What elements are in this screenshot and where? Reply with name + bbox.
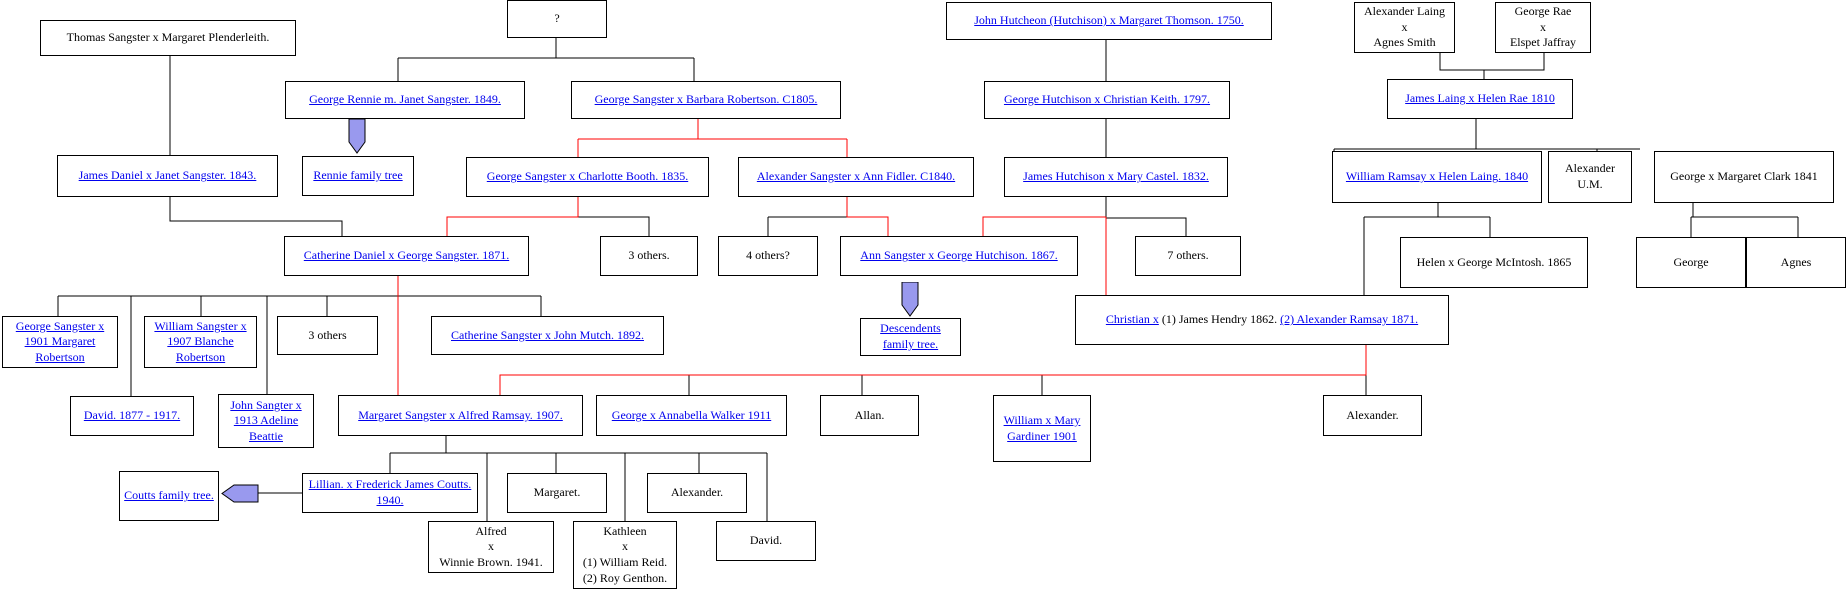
node-seven-others: 7 others.: [1135, 236, 1241, 276]
node-coutts-tree[interactable]: Coutts family tree.: [119, 471, 219, 521]
node-alexander-um: Alexander U.M.: [1548, 151, 1632, 203]
node-george-margaret-clark: George x Margaret Clark 1841: [1654, 151, 1834, 203]
christian-link[interactable]: Christian x: [1105, 312, 1159, 327]
node-david-c: David.: [716, 521, 816, 561]
node-george-1901[interactable]: George Sangster x 1901 Margaret Robertso…: [2, 316, 118, 368]
node-lillian[interactable]: Lillian. x Frederick James Coutts. 1940.: [302, 473, 478, 513]
node-unknown-parent: ?: [507, 0, 607, 38]
node-ann-george[interactable]: Ann Sangster x George Hutchison. 1867.: [840, 236, 1078, 276]
node-george-child: George: [1636, 237, 1746, 288]
node-allan: Allan.: [820, 395, 919, 436]
node-john-1913[interactable]: John Sangter x 1913 Adeline Beattie: [218, 394, 314, 448]
node-helen-mcintosh: Helen x George McIntosh. 1865: [1400, 237, 1588, 288]
node-catherine-daniel[interactable]: Catherine Daniel x George Sangster. 1871…: [284, 236, 529, 276]
node-james-hutchison[interactable]: James Hutchison x Mary Castel. 1832.: [1004, 157, 1228, 197]
node-alexander-c: Alexander.: [647, 473, 747, 513]
node-three-others-a: 3 others.: [600, 236, 698, 276]
node-william-mary[interactable]: William x Mary Gardiner 1901: [993, 395, 1091, 462]
node-agnes-child: Agnes: [1746, 237, 1846, 288]
node-descendents-tree[interactable]: Descendents family tree.: [860, 318, 961, 356]
node-william-ramsay[interactable]: William Ramsay x Helen Laing. 1840: [1332, 151, 1542, 203]
arrow-down-icon: [901, 282, 919, 317]
node-james-laing[interactable]: James Laing x Helen Rae 1810: [1387, 79, 1573, 119]
node-three-others-b: 3 others: [277, 316, 378, 355]
node-george-rae: George Rae x Elspet Jaffray: [1495, 2, 1591, 53]
node-george-charlotte[interactable]: George Sangster x Charlotte Booth. 1835.: [466, 157, 709, 197]
node-george-barbara[interactable]: George Sangster x Barbara Robertson. C18…: [571, 81, 841, 119]
node-alfred-c: Alfred x Winnie Brown. 1941.: [428, 521, 554, 573]
node-kathleen-c: Kathleen x (1) William Reid. (2) Roy Gen…: [573, 521, 677, 589]
node-margaret-alfred[interactable]: Margaret Sangster x Alfred Ramsay. 1907.: [338, 395, 583, 436]
node-james-daniel[interactable]: James Daniel x Janet Sangster. 1843.: [57, 155, 278, 197]
node-four-others: 4 others?: [718, 236, 818, 276]
arrow-down-icon: [348, 119, 366, 154]
node-alexander-laing: Alexander Laing x Agnes Smith: [1354, 2, 1455, 53]
node-alexander-ann[interactable]: Alexander Sangster x Ann Fidler. C1840.: [738, 157, 974, 197]
node-margaret-c: Margaret.: [507, 473, 607, 513]
node-john-hutcheon[interactable]: John Hutcheon (Hutchison) x Margaret Tho…: [946, 2, 1272, 40]
node-catherine-mutch[interactable]: Catherine Sangster x John Mutch. 1892.: [431, 316, 664, 355]
node-william-1907[interactable]: William Sangster x 1907 Blanche Robertso…: [144, 316, 257, 368]
node-christian[interactable]: Christian x (1) James Hendry 1862. (2) A…: [1075, 295, 1449, 345]
node-david-1877[interactable]: David. 1877 - 1917.: [70, 396, 194, 436]
node-thomas-sangster: Thomas Sangster x Margaret Plenderleith.: [40, 20, 296, 56]
node-alexander-r: Alexander.: [1323, 395, 1422, 436]
christian-first-marriage: (1) James Hendry 1862.: [1158, 312, 1281, 327]
node-george-rennie[interactable]: George Rennie m. Janet Sangster. 1849.: [285, 81, 525, 119]
node-george-christian-1797[interactable]: George Hutchison x Christian Keith. 1797…: [984, 81, 1230, 119]
node-george-annabella[interactable]: George x Annabella Walker 1911: [596, 395, 787, 436]
arrow-left-icon: [221, 484, 259, 503]
node-rennie-tree[interactable]: Rennie family tree: [302, 156, 414, 196]
christian-ramsay-link[interactable]: (2) Alexander Ramsay 1871.: [1280, 312, 1419, 327]
